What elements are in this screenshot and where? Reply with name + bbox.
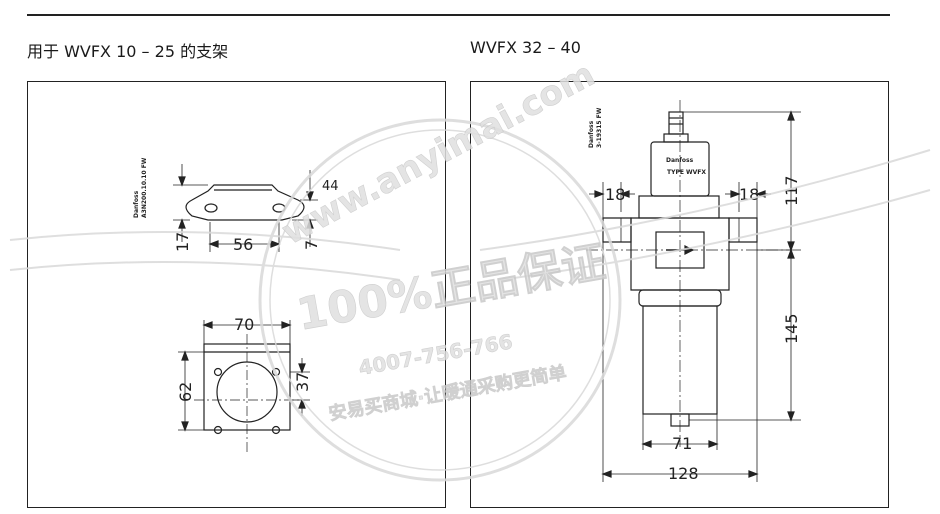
drawing-code-line1: Danfoss: [588, 120, 595, 148]
dim-17: 17: [173, 232, 192, 252]
bracket-drawing: 17 56 44 7 70 62 37 Danfoss A3N200.10.10…: [133, 157, 339, 454]
valve-brand-label: Danfoss: [666, 157, 694, 164]
dim-117: 117: [782, 175, 801, 206]
right-section-title: WVFX 32 – 40: [470, 38, 581, 57]
dim-37: 37: [293, 372, 312, 392]
left-drawing-panel: 17 56 44 7 70 62 37 Danfoss A3N200.10.10…: [27, 81, 446, 508]
valve-drawing: Danfoss TYPE WVFX 18 18 117 145 71 128 D…: [586, 100, 801, 483]
drawing-code-line1: Danfoss: [133, 190, 140, 218]
dim-44: 44: [322, 179, 339, 194]
dim-62: 62: [176, 382, 195, 402]
valve-spindle: [668, 111, 684, 135]
left-section-title: 用于 WVFX 10 – 25 的支架: [27, 42, 229, 61]
right-drawing-panel: Danfoss TYPE WVFX 18 18 117 145 71 128 D…: [470, 81, 889, 508]
dim-128: 128: [668, 464, 699, 483]
dim-7: 7: [302, 240, 321, 250]
drawing-code-line2: A3N200.10.10 FW: [141, 157, 148, 218]
top-divider: [27, 14, 890, 16]
valve-type-label: TYPE WVFX: [667, 169, 706, 176]
drawing-code-line2: 3-19315 FW: [596, 107, 603, 148]
dim-56: 56: [233, 235, 253, 254]
dim-left-18: 18: [605, 185, 625, 204]
dim-71: 71: [672, 434, 692, 453]
dim-right-18: 18: [739, 185, 759, 204]
dim-145: 145: [782, 313, 801, 344]
dim-70: 70: [234, 315, 254, 334]
